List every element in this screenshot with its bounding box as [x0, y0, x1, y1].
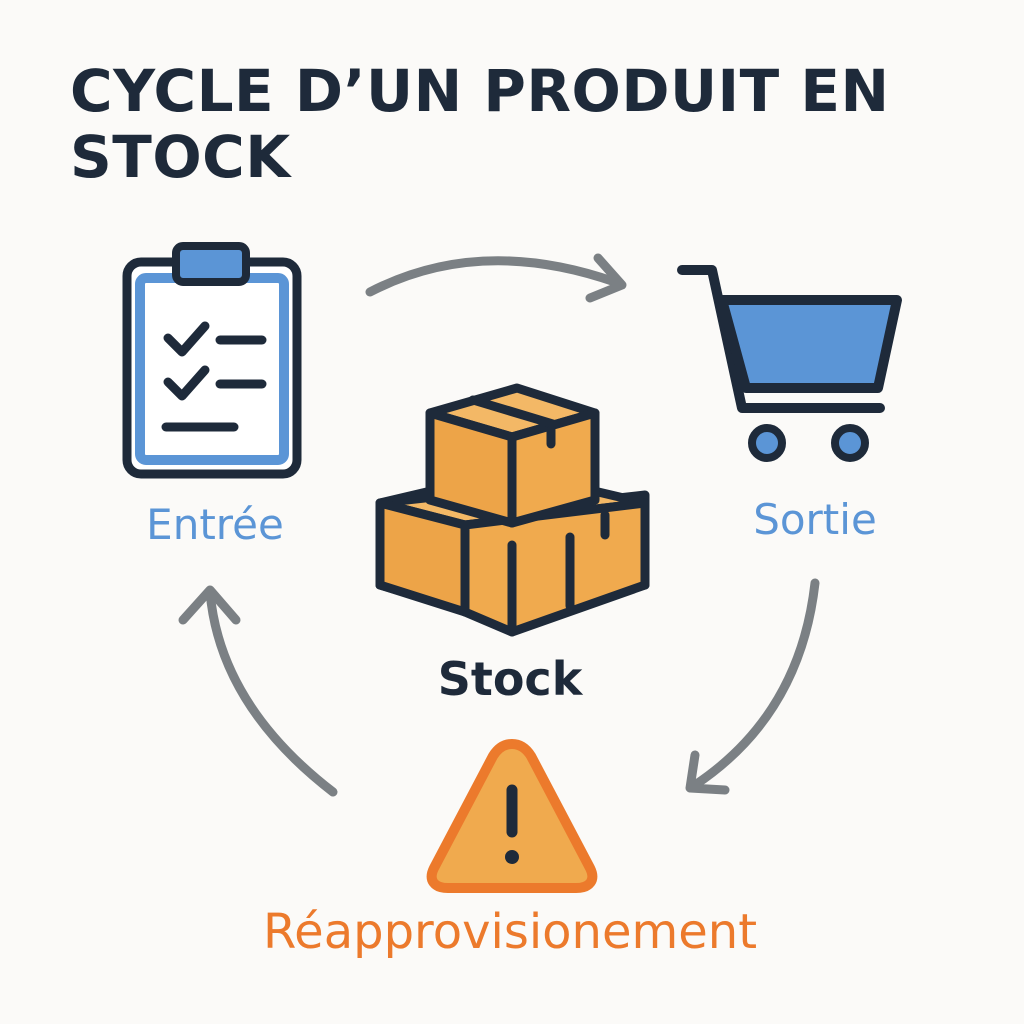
label-stock: Stock — [437, 652, 583, 706]
arrow-reappro-to-entree — [178, 585, 338, 797]
warning-triangle-icon — [426, 739, 598, 893]
diagram-title: CYCLE D’UN PRODUIT EN STOCK — [70, 57, 890, 191]
label-reapprovisionement: Réapprovisionement — [262, 904, 758, 960]
stacked-boxes-icon — [375, 383, 650, 637]
shopping-cart-icon — [677, 265, 902, 462]
label-sortie: Sortie — [753, 495, 877, 544]
arrow-entree-to-sortie — [365, 253, 627, 303]
label-entree: Entrée — [146, 500, 284, 549]
arrow-sortie-to-reappro — [685, 578, 820, 795]
clipboard-checklist-icon — [122, 242, 302, 479]
